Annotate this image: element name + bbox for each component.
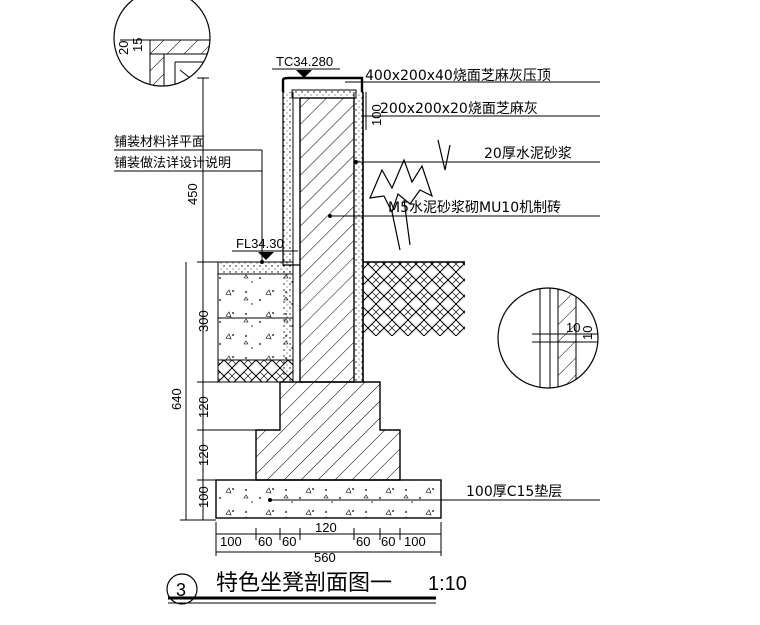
top-elevation: TC34.280: [272, 54, 340, 78]
dim-bottom-6: 100: [404, 534, 426, 549]
callout-base: 100厚C15垫层: [466, 484, 562, 500]
dim-bottom-total: 560: [314, 550, 336, 565]
dim-bottom-4: 60: [356, 534, 370, 549]
dim-bottom-0: 100: [220, 534, 242, 549]
title-scale: 1:10: [428, 573, 467, 595]
right-detail: 10 10: [497, 287, 599, 389]
bench-section: [215, 76, 465, 519]
top-elevation-label: TC34.280: [276, 54, 333, 69]
callouts-right: 400x200x40烧面芝麻灰压顶 200x200x20烧面芝麻灰 20厚水泥砂…: [268, 68, 600, 502]
dim-bottom-3: 120: [315, 520, 337, 535]
title-number: 3: [176, 580, 186, 600]
title-number-circle: [166, 573, 198, 605]
callout-facing: 200x200x20烧面芝麻灰: [380, 101, 538, 117]
dim-640: 640: [169, 388, 184, 410]
dim-120b: 120: [196, 444, 211, 466]
detail-dim-15: 15: [130, 38, 145, 52]
detail-dim-10a: 10: [566, 320, 580, 335]
callout-mortar: 20厚水泥砂浆: [484, 146, 572, 162]
elevation-triangle-icon: [258, 252, 274, 260]
callout-paving-method: 铺装做法详设计说明: [114, 156, 231, 171]
dim-bottom-5: 60: [381, 534, 395, 549]
callout-coping: 400x200x40烧面芝麻灰压顶: [365, 68, 551, 84]
detail-dim-20: 20: [116, 41, 131, 55]
dim-bottom-1: 60: [258, 534, 272, 549]
left-dimensions: 450 300 640 120 120 100: [169, 77, 280, 521]
callouts-left: 铺装材料详平面 铺装做法详设计说明: [114, 135, 264, 264]
dim-300: 300: [196, 310, 211, 332]
elevation-triangle-icon: [296, 70, 312, 78]
dim-120a: 120: [196, 396, 211, 418]
floor-elevation: FL34.30: [232, 236, 298, 260]
drawing-title: 3 特色坐凳剖面图一 1:10: [166, 571, 467, 605]
wall-dim-100: 100: [369, 104, 384, 126]
callout-paving-plan: 铺装材料详平面: [114, 135, 205, 150]
top-left-detail: 20 15: [113, 0, 211, 87]
title-text: 特色坐凳剖面图一: [216, 571, 392, 596]
detail-dim-10b: 10: [580, 326, 595, 340]
bottom-dimensions: 100 60 60 120 60 60 100 560: [215, 520, 442, 565]
dim-100: 100: [196, 486, 211, 508]
floor-elevation-label: FL34.30: [236, 236, 284, 251]
callout-brick: M5水泥砂浆砌MU10机制砖: [388, 200, 561, 216]
dim-bottom-2: 60: [282, 534, 296, 549]
dim-450: 450: [185, 183, 200, 205]
